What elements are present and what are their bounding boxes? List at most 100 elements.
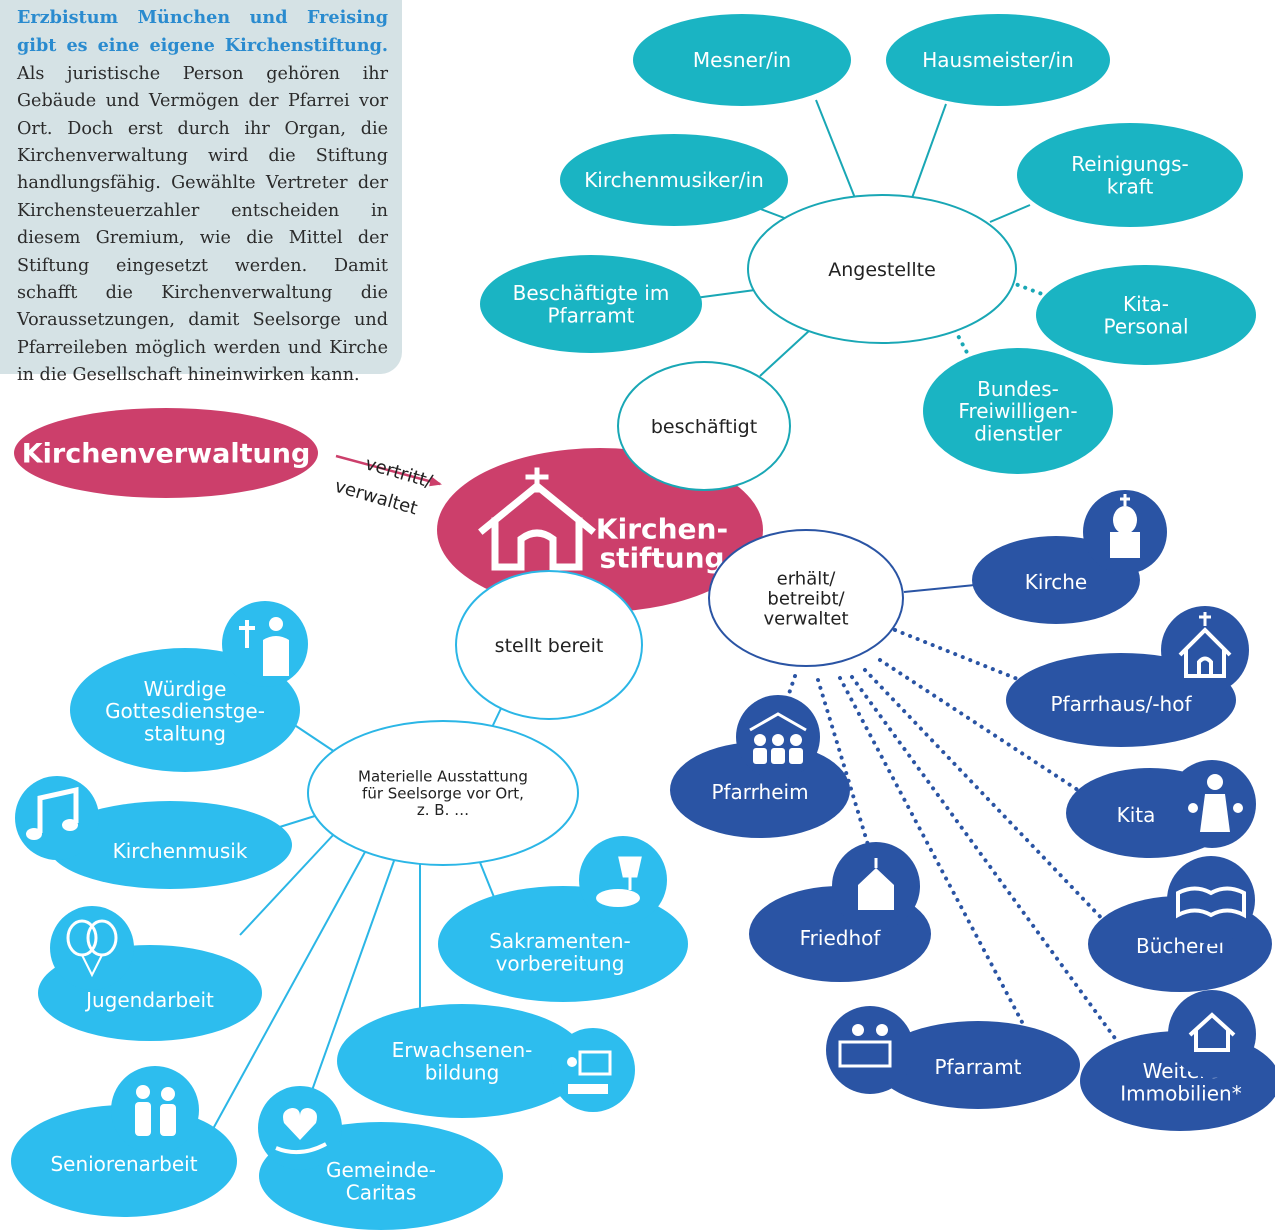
connector-kita: [878, 658, 1092, 800]
cemetery-icon: [832, 842, 920, 930]
node-jugend-label: Jugendarbeit: [84, 988, 214, 1012]
node-kirche-label: Kirche: [1025, 570, 1087, 594]
community-icon: [736, 695, 820, 779]
connector-pfarrhaus: [893, 628, 1022, 682]
node-bundesfreiwillige: Bundes-Freiwilligen-dienstler: [923, 348, 1113, 474]
node-kirchenmusik: Kirchenmusik: [48, 801, 292, 889]
intro-text: Erzbistum München und Freising gibt es e…: [17, 4, 388, 390]
balloons-icon: [50, 906, 134, 990]
node-beschaeftigt: beschäftigt: [617, 361, 791, 491]
node-kirchenmusiker-shape: [560, 134, 788, 226]
connector-pfarramt-staff: [694, 289, 756, 299]
node-kita_personal: Kita-Personal: [1036, 265, 1256, 365]
office-desk-icon: [826, 1006, 914, 1094]
elderly-couple-icon: [111, 1066, 199, 1154]
node-pfarramt: Pfarramt: [876, 1021, 1080, 1109]
book-icon: [1167, 856, 1255, 944]
node-mesner-label: Mesner/in: [693, 48, 791, 72]
node-mesner-shape: [633, 14, 851, 106]
node-caritas-label: Gemeinde-Caritas: [326, 1158, 436, 1204]
node-angestellte-label: Angestellte: [828, 259, 936, 281]
node-senioren-label: Seniorenarbeit: [50, 1152, 197, 1176]
intro-body: Als juristische Person gehören ihr Gebäu…: [17, 63, 388, 386]
family-icon: [1168, 760, 1256, 848]
center-label: Kirchen-stiftung: [596, 513, 728, 575]
music-notes-icon: [15, 776, 99, 860]
node-stellt-bereit: stellt bereit: [455, 570, 643, 720]
connector-mesner: [815, 99, 856, 199]
node-angestellte: Angestellte: [747, 194, 1017, 344]
node-beschaeftigt-label: beschäftigt: [651, 416, 757, 438]
node-beschaeftigt-shape: [617, 361, 791, 491]
heart-hand-icon: [258, 1086, 342, 1170]
church-icon: [478, 467, 596, 571]
connector-lines: [207, 99, 1127, 1139]
node-pfarramt-shape: [876, 1021, 1080, 1109]
connector-reinigung: [989, 204, 1031, 223]
node-erhaelt: erhält/betreibt/verwaltet: [708, 529, 904, 667]
intro-lead: Erzbistum München und Freising gibt es e…: [17, 7, 388, 57]
node-hausmeister-label: Hausmeister/in: [922, 48, 1074, 72]
node-kirchenmusiker-label: Kirchenmusiker/in: [584, 168, 764, 192]
connector-kita-personal: [1008, 280, 1044, 296]
connector-pfarramt: [838, 676, 1024, 1024]
connector-beschaeftigt-angestellte: [759, 329, 811, 377]
node-erwachsenen-label: Erwachsenen-bildung: [392, 1038, 533, 1084]
node-reinigung: Reinigungs-kraft: [1017, 123, 1243, 227]
node-kita-label: Kita: [1117, 803, 1156, 827]
connector-jugend: [239, 832, 336, 936]
node-kirchenverwaltung: Kirchenverwaltung: [14, 408, 318, 498]
node-erwachsenen-shape: [337, 1004, 587, 1118]
node-kirchenverwaltung-label: Kirchenverwaltung: [22, 439, 311, 470]
church-dome-icon: [1083, 490, 1167, 574]
house-cross-icon: [1161, 606, 1249, 694]
connector-friedhof: [816, 678, 874, 860]
node-pfarrhaus-label: Pfarrhaus/-hof: [1050, 692, 1192, 716]
node-erhaelt-shape: [708, 529, 904, 667]
arrow-vertritt: [335, 454, 442, 487]
connector-gottesdienst: [289, 721, 336, 753]
node-kirchenmusik-label: Kirchenmusik: [113, 839, 248, 863]
connector-bundesfreiwillige: [953, 328, 974, 364]
node-kirchenstiftung: Kirchen-stiftung: [437, 448, 763, 612]
node-bundesfreiwillige-label: Bundes-Freiwilligen-dienstler: [958, 377, 1077, 446]
node-pfarrheim-label: Pfarrheim: [711, 780, 808, 804]
node-kirchenmusik-shape: [48, 801, 292, 889]
connector-buecherei: [863, 668, 1110, 927]
intro-text-box: Erzbistum München und Freising gibt es e…: [0, 0, 402, 385]
node-hausmeister-shape: [886, 14, 1110, 106]
connector-kirche: [903, 584, 976, 593]
node-mesner: Mesner/in: [633, 14, 851, 106]
node-reinigung-shape: [1017, 123, 1243, 227]
node-stellt-bereit-shape: [455, 570, 643, 720]
eco-house-icon: [1168, 990, 1256, 1078]
node-hausmeister: Hausmeister/in: [886, 14, 1110, 106]
connector-caritas: [304, 857, 396, 1111]
node-reinigung-label: Reinigungs-kraft: [1071, 152, 1188, 198]
node-angestellte-shape: [747, 194, 1017, 344]
connector-hausmeister: [911, 103, 947, 199]
node-kirchenmusiker: Kirchenmusiker/in: [560, 134, 788, 226]
priest-icon: [222, 601, 308, 687]
node-sakramente-label: Sakramenten-vorbereitung: [489, 929, 631, 975]
node-pfarramt_staff-shape: [480, 255, 702, 353]
node-friedhof-label: Friedhof: [800, 926, 882, 950]
node-kirchenverwaltung-shape: [14, 408, 318, 498]
node-bundesfreiwillige-shape: [923, 348, 1113, 474]
node-erhaelt-label: erhält/betreibt/verwaltet: [763, 568, 848, 629]
connector-senioren: [207, 851, 366, 1139]
presentation-icon: [551, 1028, 635, 1112]
node-materielle-shape: [307, 720, 579, 866]
node-kita_personal-shape: [1036, 265, 1256, 365]
node-stellt-bereit-label: stellt bereit: [495, 635, 604, 657]
chalice-bread-icon: [579, 836, 667, 924]
node-pfarramt-label: Pfarramt: [934, 1055, 1021, 1079]
node-kita_personal-label: Kita-Personal: [1103, 292, 1188, 338]
